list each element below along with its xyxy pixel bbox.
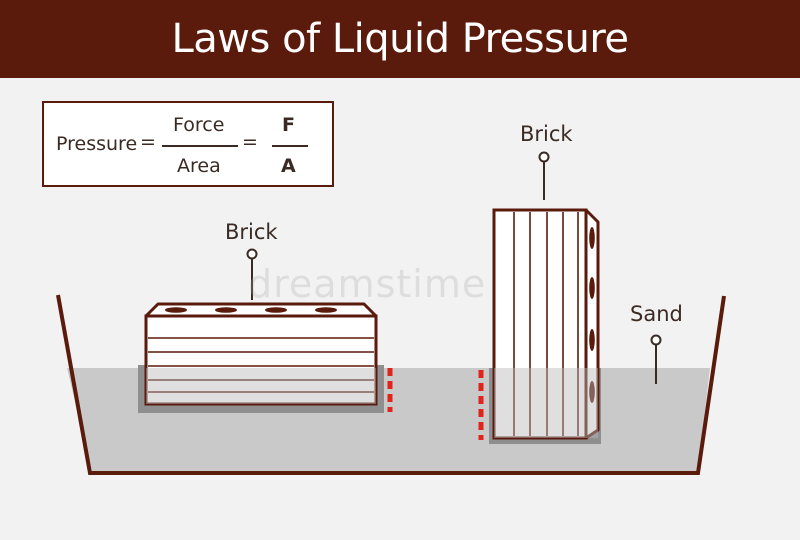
formula-f-symbol: F (282, 114, 295, 136)
flat-brick-front-face (144, 314, 378, 406)
sand-label: Sand (630, 302, 683, 326)
flat-brick-pointer (246, 248, 258, 260)
upright-brick-hole-2 (589, 277, 595, 299)
formula-fraction-bar-1 (162, 145, 238, 147)
upright-brick-hole-3 (589, 329, 595, 351)
flat-brick-submerged-overlay (146, 368, 376, 404)
sand-pointer (650, 334, 662, 346)
flat-brick-hole-3 (265, 307, 287, 313)
flat-brick-hole-4 (315, 307, 337, 313)
upright-brick-side-face (584, 208, 600, 440)
upright-brick-submerged-overlay (494, 368, 598, 438)
upright-brick-hole-1 (589, 227, 595, 249)
formula-fraction-bar-2 (272, 145, 308, 147)
page-title: Laws of Liquid Pressure (171, 16, 630, 62)
sand-container-outline (56, 294, 726, 475)
upright-brick-pointer (538, 151, 550, 163)
formula-equals-2: = (242, 131, 258, 153)
pressure-formula-box: Pressure = Force Area = F A (42, 101, 334, 187)
formula-area-label: Area (177, 155, 221, 177)
formula-force-label: Force (173, 114, 225, 136)
formula-pressure-label: Pressure (56, 133, 138, 155)
upright-brick-hole-4 (589, 381, 595, 403)
brick-upright-label: Brick (520, 122, 573, 146)
brick-flat-label: Brick (225, 220, 278, 244)
flat-brick-hole-2 (215, 307, 237, 313)
title-banner: Laws of Liquid Pressure (0, 0, 800, 78)
flat-brick-hole-1 (165, 307, 187, 313)
watermark-text: dreamstime (248, 262, 487, 306)
formula-equals-1: = (140, 131, 156, 153)
upright-brick-front-face (492, 208, 588, 440)
formula-a-symbol: A (281, 155, 296, 177)
